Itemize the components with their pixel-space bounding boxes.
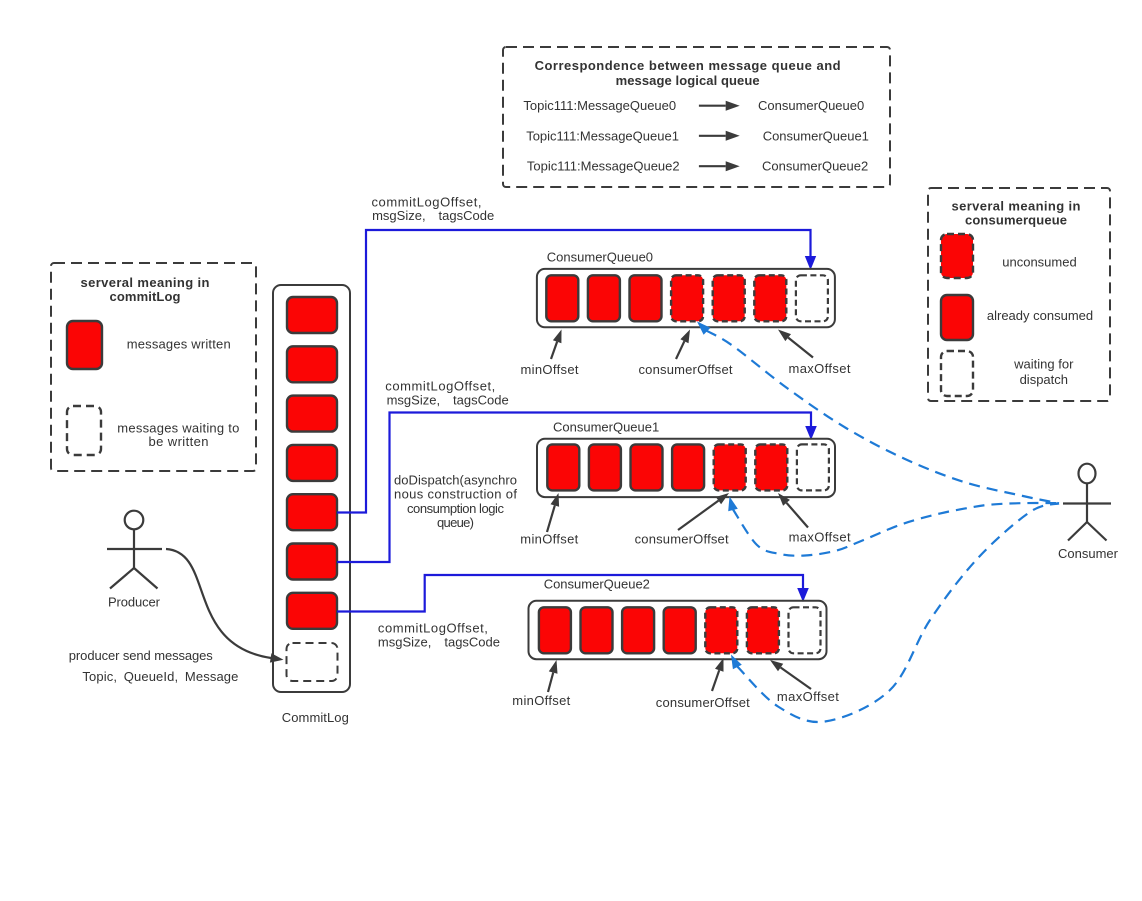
svg-text:maxOffset: maxOffset [789,361,851,376]
svg-text:maxOffset: maxOffset [789,530,851,545]
svg-text:consumerqueue: consumerqueue [965,213,1067,228]
svg-text:be written: be written [149,434,209,449]
svg-text:Topic, QueueId, Message: Topic, QueueId, Message [82,669,238,684]
svg-text:Correspondence between message: Correspondence between message queue and [535,58,841,73]
svg-text:message logical queue: message logical queue [616,73,760,88]
svg-text:consumerOffset: consumerOffset [635,532,729,547]
svg-text:dispatch: dispatch [1020,372,1068,387]
svg-text:maxOffset: maxOffset [777,689,839,704]
svg-text:minOffset: minOffset [512,693,570,708]
svg-text:producer send messages: producer send messages [69,648,214,663]
svg-text:consumerOffset: consumerOffset [639,362,733,377]
svg-text:msgSize, tagsCode: msgSize, tagsCode [378,635,500,650]
svg-text:unconsumed: unconsumed [1002,254,1076,269]
svg-text:commitLog: commitLog [110,289,181,304]
svg-text:serveral meaning in: serveral meaning in [81,275,210,290]
svg-text:Producer: Producer [108,595,161,610]
svg-text:queue): queue) [437,515,474,530]
svg-text:ConsumerQueue0: ConsumerQueue0 [547,250,653,265]
svg-text:doDispatch(asynchro: doDispatch(asynchro [394,472,517,487]
svg-text:CommitLog: CommitLog [282,710,349,725]
svg-text:msgSize, tagsCode: msgSize, tagsCode [387,393,509,408]
svg-text:messages waiting to: messages waiting to [117,421,239,436]
svg-text:commitLogOffset,: commitLogOffset, [372,195,482,210]
svg-text:minOffset: minOffset [521,362,579,377]
svg-text:messages written: messages written [127,336,231,351]
svg-text:Consumer: Consumer [1058,546,1119,561]
svg-text:Topic111:MessageQueue1: Topic111:MessageQueue1 [526,128,679,143]
svg-text:already consumed: already consumed [987,308,1093,323]
svg-text:consumption logic: consumption logic [407,501,505,516]
svg-text:ConsumerQueue1: ConsumerQueue1 [763,128,869,143]
svg-text:consumerOffset: consumerOffset [656,695,750,710]
svg-text:ConsumerQueue2: ConsumerQueue2 [544,577,650,592]
svg-text:ConsumerQueue1: ConsumerQueue1 [553,419,659,434]
svg-text:commitLogOffset,: commitLogOffset, [378,621,488,636]
svg-text:ConsumerQueue0: ConsumerQueue0 [758,98,864,113]
svg-text:serveral meaning in: serveral meaning in [952,199,1081,214]
svg-text:ConsumerQueue2: ConsumerQueue2 [762,159,868,174]
svg-text:Topic111:MessageQueue2: Topic111:MessageQueue2 [527,159,680,174]
svg-text:minOffset: minOffset [520,532,578,547]
svg-text:nous construction of: nous construction of [394,487,517,502]
svg-text:Topic111:MessageQueue0: Topic111:MessageQueue0 [523,98,676,113]
svg-text:msgSize, tagsCode: msgSize, tagsCode [372,208,494,223]
svg-text:commitLogOffset,: commitLogOffset, [385,379,495,394]
svg-text:waiting for: waiting for [1013,357,1074,372]
